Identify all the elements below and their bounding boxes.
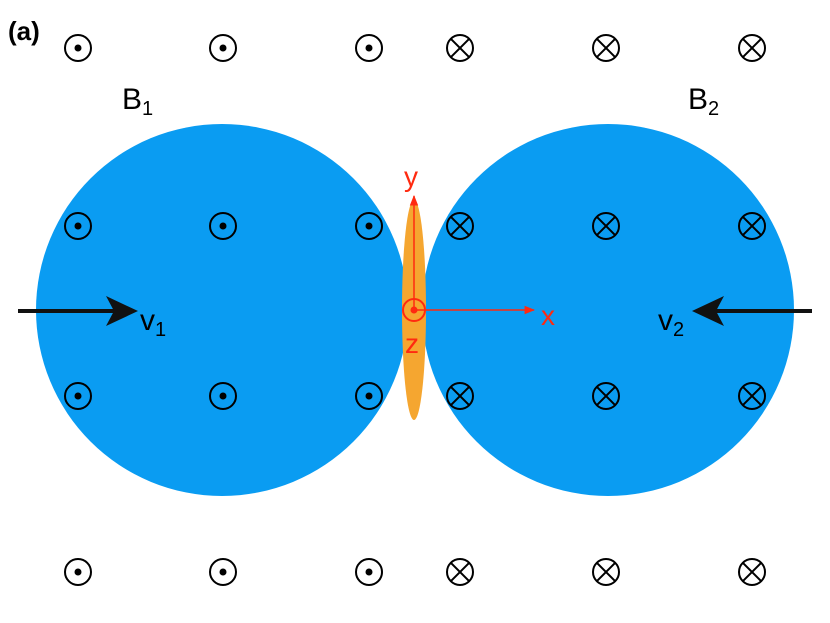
field-into-page-icon — [592, 382, 620, 410]
region-1-subscript: 1 — [142, 98, 153, 120]
field-out-of-page-icon — [209, 558, 237, 586]
field-out-of-page-icon — [209, 382, 237, 410]
region-label-b1: B1 — [122, 83, 153, 120]
axis-label-y: y — [404, 161, 418, 192]
region-label-b2: B2 — [688, 83, 719, 120]
plasma-region-1 — [36, 124, 408, 496]
panel-label: (a) — [8, 16, 40, 46]
field-into-page-icon — [738, 382, 766, 410]
field-out-of-page-icon — [355, 382, 383, 410]
field-out-of-page-icon — [64, 212, 92, 240]
field-out-of-page-icon — [64, 558, 92, 586]
field-into-page-icon — [738, 212, 766, 240]
field-out-of-page-icon — [209, 34, 237, 62]
field-out-of-page-icon — [355, 34, 383, 62]
coordinate-axes: y x z — [402, 161, 555, 359]
plasma-region-2 — [422, 124, 794, 496]
velocity-2-name: v — [658, 304, 673, 337]
velocity-2-subscript: 2 — [673, 319, 684, 341]
field-into-page-icon — [738, 34, 766, 62]
axis-label-z: z — [405, 328, 419, 359]
field-into-page-icon — [446, 558, 474, 586]
field-into-page-icon — [592, 558, 620, 586]
velocity-label-v1: v1 — [140, 304, 166, 341]
field-into-page-icon — [592, 212, 620, 240]
axis-label-x: x — [541, 300, 555, 331]
velocity-label-v2: v2 — [658, 304, 684, 341]
field-out-of-page-icon — [355, 212, 383, 240]
velocity-1-subscript: 1 — [155, 319, 166, 341]
field-symbols — [64, 34, 766, 586]
z-axis-out-of-page-icon — [402, 298, 426, 322]
field-out-of-page-icon — [355, 558, 383, 586]
field-out-of-page-icon — [209, 212, 237, 240]
field-out-of-page-icon — [64, 382, 92, 410]
velocity-arrow-2 — [692, 296, 812, 326]
velocity-arrow-1 — [18, 296, 138, 326]
region-2-name: B — [688, 83, 708, 116]
field-out-of-page-icon — [64, 34, 92, 62]
field-into-page-icon — [446, 34, 474, 62]
region-2-subscript: 2 — [708, 98, 719, 120]
field-into-page-icon — [738, 558, 766, 586]
z-axis-dot — [410, 306, 418, 314]
velocity-1-name: v — [140, 304, 155, 337]
field-into-page-icon — [446, 382, 474, 410]
region-1-name: B — [122, 83, 142, 116]
field-into-page-icon — [446, 212, 474, 240]
field-into-page-icon — [592, 34, 620, 62]
